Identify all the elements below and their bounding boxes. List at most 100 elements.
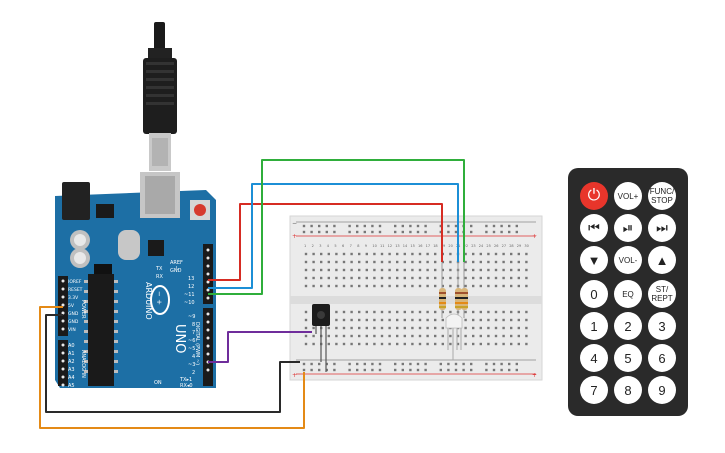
remote-button-label: 3 (658, 318, 666, 334)
usb-cable[interactable] (143, 22, 177, 171)
remote-button-prev[interactable]: ⏮ (580, 214, 608, 242)
remote-button-play-pause[interactable]: ⏯ (614, 214, 642, 242)
remote-button-four[interactable]: 4 (580, 344, 608, 372)
remote-button-five[interactable]: 5 (614, 344, 642, 372)
remote-button-label: ⏻ (587, 187, 601, 204)
label-rx: RX◂0 (180, 383, 193, 389)
remote-button-label: 6 (658, 350, 666, 366)
wire-red[interactable] (208, 203, 443, 281)
breadboard-col-number: 18 (433, 244, 437, 248)
label-pin7: 7 (192, 330, 195, 336)
breadboard-col-number: 4 (327, 244, 330, 248)
breadboard-col-number: 19 (441, 244, 445, 248)
remote-button-label: 5 (624, 350, 632, 366)
remote-button-label: VOL+ (617, 191, 639, 201)
breadboard-col-number: 9 (365, 244, 367, 248)
remote-button-next[interactable]: ⏭ (648, 214, 676, 242)
remote-button-vol-minus[interactable]: VOL- (614, 246, 642, 274)
remote-button-label: 2 (624, 318, 632, 334)
breadboard-col-number: 11 (380, 244, 384, 248)
breadboard-col-number: 3 (319, 244, 321, 248)
wire-purple[interactable] (208, 331, 312, 363)
breadboard-col-number: 23 (471, 244, 475, 248)
label-a2: A2 (68, 359, 75, 365)
remote-button-seven[interactable]: 7 (580, 376, 608, 404)
rail-plus-bottom-right: + (532, 372, 537, 379)
analog-header (58, 340, 68, 386)
breadboard-col-number: 10 (372, 244, 376, 248)
resistor-3 (461, 262, 468, 318)
breadboard-col-number: 8 (357, 244, 359, 248)
label-pin11: ~11 (184, 292, 195, 298)
label-pin3: ~3 (188, 362, 195, 368)
remote-button-three[interactable]: 3 (648, 312, 676, 340)
remote-button-func-stop[interactable]: FUNC/ STOP (648, 182, 676, 210)
breadboard-col-number: 2 (312, 244, 314, 248)
label-tx-led: TX (155, 266, 163, 272)
breadboard-col-number: 7 (350, 244, 352, 248)
wire-black[interactable] (45, 314, 300, 413)
resistors[interactable] (439, 262, 468, 318)
remote-button-one[interactable]: 1 (580, 312, 608, 340)
wire-orange[interactable] (39, 306, 305, 429)
remote-button-power[interactable]: ⏻ (580, 182, 608, 210)
breadboard-col-number: 16 (418, 244, 422, 248)
remote-button-six[interactable]: 6 (648, 344, 676, 372)
label-pin13: 13 (188, 276, 194, 282)
remote-button-vol-plus[interactable]: VOL+ (614, 182, 642, 210)
wire-green[interactable] (208, 159, 465, 295)
breadboard-col-number: 22 (464, 244, 468, 248)
svg-text:− +: − + (155, 291, 163, 305)
label-pin2: 2 (192, 370, 195, 376)
remote-button-zero[interactable]: 0 (580, 280, 608, 308)
label-a4: A4 (68, 375, 75, 381)
breadboard-col-number: 1 (304, 244, 306, 248)
rgb-led[interactable] (445, 313, 463, 360)
remote-button-label: FUNC/ STOP (649, 187, 675, 205)
breadboard-col-number: 30 (524, 244, 528, 248)
label-pin10: ~10 (184, 300, 195, 306)
remote-button-label: 7 (590, 382, 598, 398)
model-label: UNO (172, 324, 187, 353)
remote-button-nine[interactable]: 9 (648, 376, 676, 404)
breadboard-col-number: 27 (502, 244, 506, 248)
remote-button-two[interactable]: 2 (614, 312, 642, 340)
ir-receiver[interactable] (312, 304, 330, 372)
remote-button-label: 0 (590, 286, 598, 302)
remote-button-label: 1 (590, 318, 598, 334)
remote-button-down[interactable]: ▼ (580, 246, 608, 274)
label-vin: VIN (68, 327, 76, 333)
label-rx-led: RX (156, 274, 163, 280)
label-gnd1: GND (68, 311, 79, 317)
label-a5: A5 (68, 383, 75, 389)
label-pin8: 8 (192, 322, 195, 328)
remote-button-eight[interactable]: 8 (614, 376, 642, 404)
wires (39, 159, 465, 429)
brand-label: ARDUINO (144, 282, 153, 320)
remote-button-up[interactable]: ▲ (648, 246, 676, 274)
power-jack (62, 182, 90, 220)
label-pin12: 12 (188, 284, 194, 290)
remote-button-label: ST/ REPT (651, 285, 673, 303)
wire-blue[interactable] (208, 183, 459, 289)
label-gnd: GND (170, 268, 182, 274)
breadboard-col-number: 14 (403, 244, 408, 248)
breadboard-col-number: 15 (410, 244, 414, 248)
rail-plus-top-right: + (532, 233, 537, 240)
label-analog: ANALOG IN (80, 350, 86, 378)
label-pin4: 4 (192, 354, 195, 360)
breadboard-col-number: 26 (494, 244, 498, 248)
remote-button-st-rept[interactable]: ST/ REPT (648, 280, 676, 308)
resistor-1 (439, 262, 446, 318)
rail-plus-top: + (292, 233, 297, 240)
label-a0: A0 (68, 343, 75, 349)
arduino-uno-board[interactable]: AREF GND 13 12 ~11 ~10 ~9 8 7 ~6 ~5 4 ~3… (55, 172, 216, 389)
remote-button-label: VOL- (618, 255, 638, 265)
breadboard-col-number: 12 (388, 244, 392, 248)
breadboard-col-number: 29 (517, 244, 521, 248)
label-aref: AREF (170, 260, 183, 266)
label-power: POWER (80, 300, 86, 319)
remote-button-eq[interactable]: EQ (614, 280, 642, 308)
